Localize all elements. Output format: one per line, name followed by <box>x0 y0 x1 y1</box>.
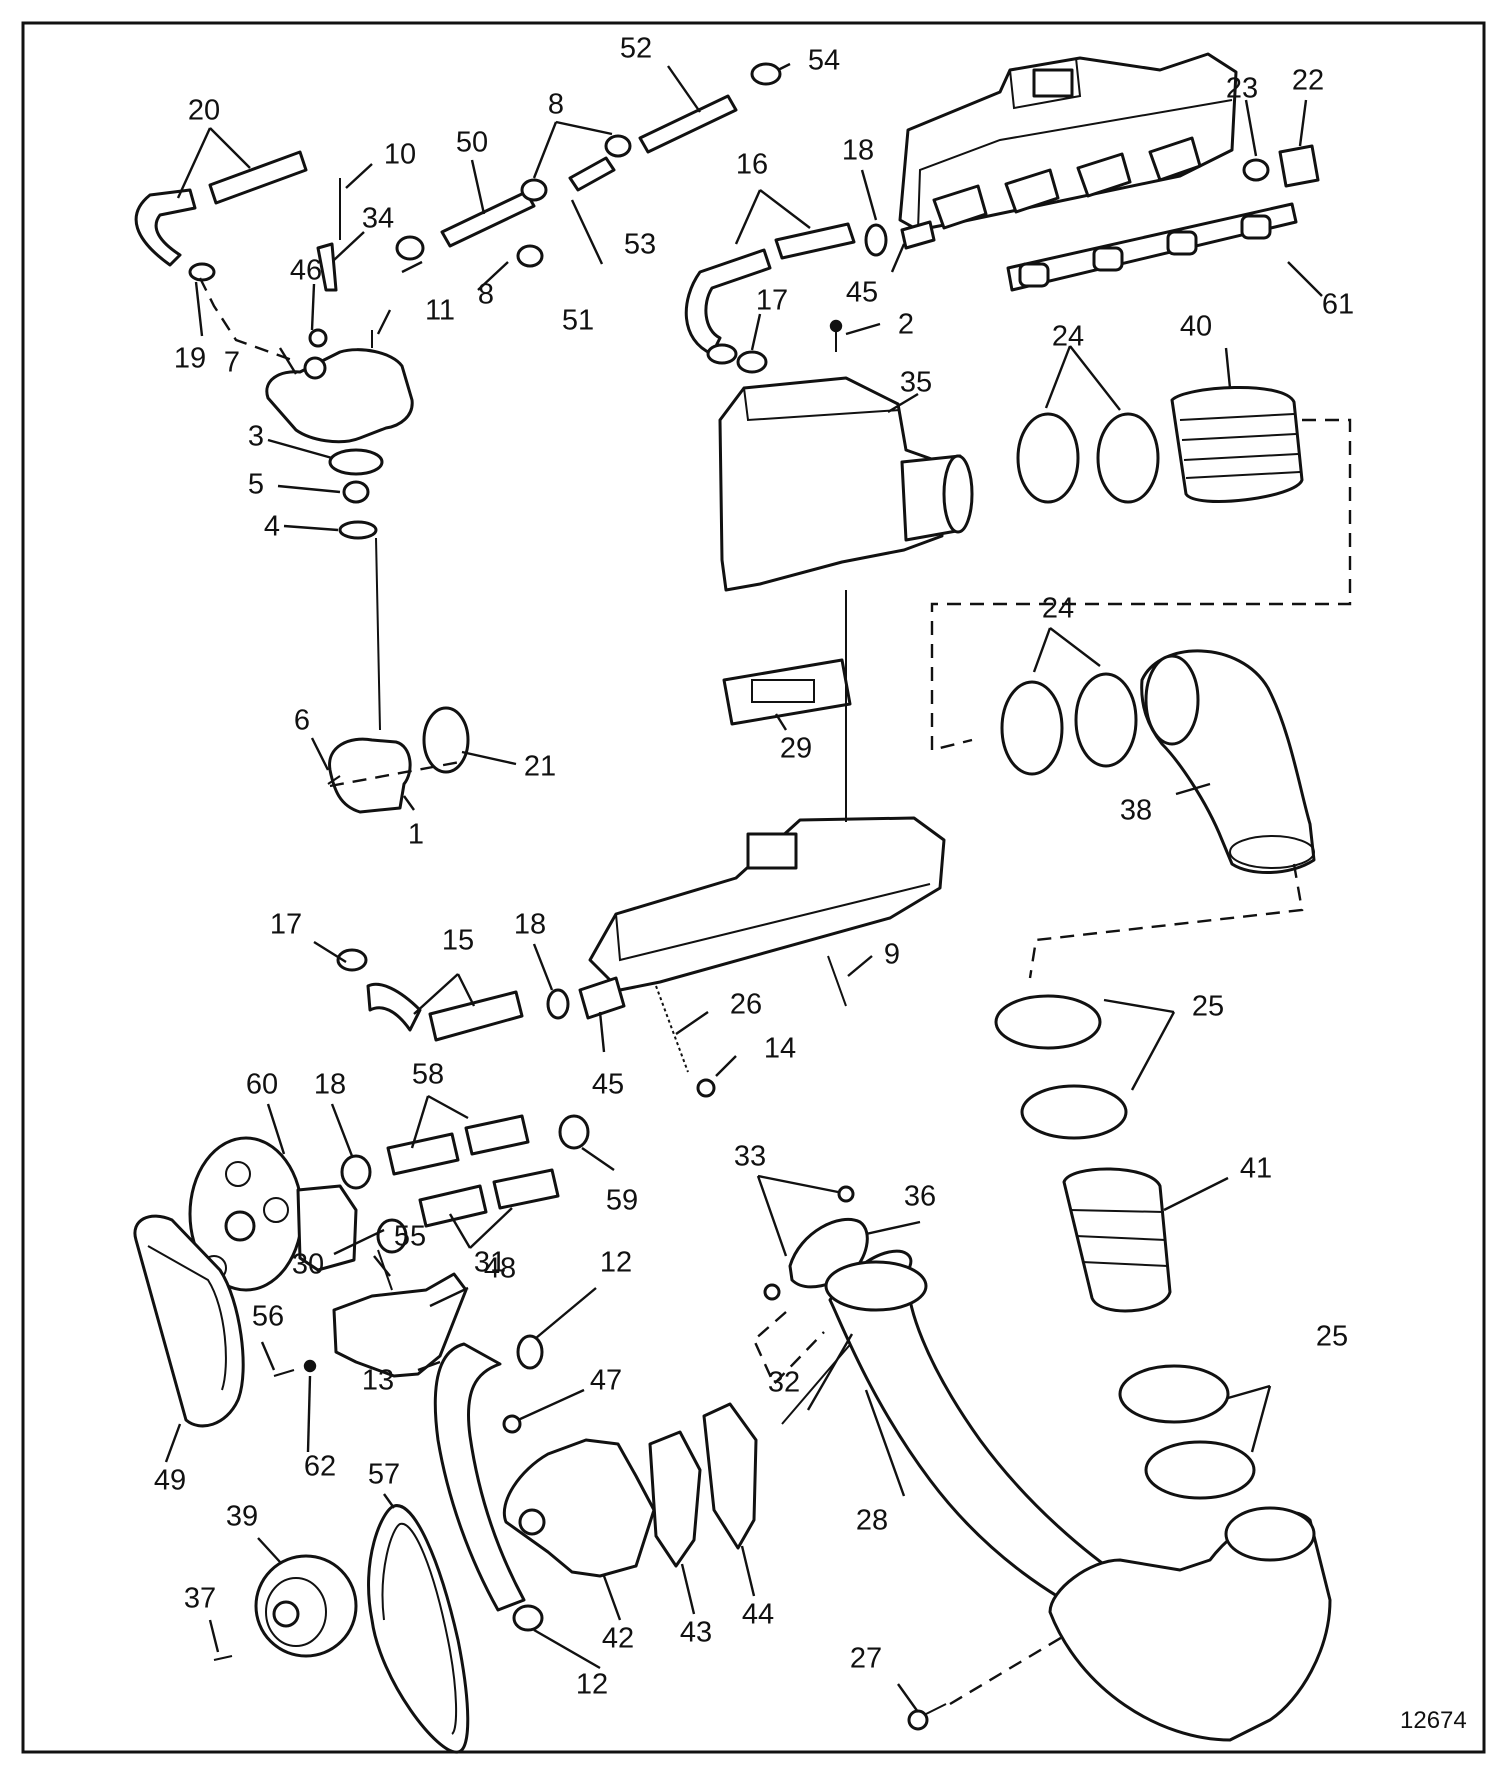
callout-16: 16 <box>736 149 768 181</box>
callout-41: 41 <box>1240 1153 1272 1185</box>
callout-3: 3 <box>248 421 264 453</box>
callout-2: 2 <box>898 309 914 341</box>
callout-46: 46 <box>290 255 322 287</box>
callout-17: 17 <box>756 285 788 317</box>
callout-62: 62 <box>304 1451 336 1483</box>
callout-39: 39 <box>226 1501 258 1533</box>
callout-18c: 18 <box>314 1069 346 1101</box>
callout-6: 6 <box>294 705 310 737</box>
callout-36: 36 <box>904 1181 936 1213</box>
callout-54: 54 <box>808 45 840 77</box>
callout-28: 28 <box>856 1505 888 1537</box>
leader-lines <box>164 62 1352 1713</box>
callout-7: 7 <box>224 347 240 379</box>
callout-11: 11 <box>425 295 455 327</box>
callout-20: 20 <box>188 95 220 127</box>
part-drawings <box>133 52 1332 1754</box>
callout-30: 30 <box>292 1249 324 1281</box>
callout-9: 9 <box>884 939 900 971</box>
callout-43: 43 <box>680 1617 712 1649</box>
callout-22: 22 <box>1292 65 1324 97</box>
callout-13: 13 <box>362 1365 394 1397</box>
figure-number: 12674 <box>1400 1707 1467 1734</box>
callout-42: 42 <box>602 1623 634 1655</box>
callout-29: 29 <box>780 733 812 765</box>
callout-32: 32 <box>768 1367 800 1399</box>
callout-21: 21 <box>524 751 556 783</box>
callout-8b: 8 <box>478 279 494 311</box>
callout-56: 56 <box>252 1301 284 1333</box>
callout-24: 24 <box>1052 321 1084 353</box>
callout-48: 48 <box>484 1253 516 1285</box>
callout-58: 58 <box>412 1059 444 1091</box>
callout-38: 38 <box>1120 795 1152 827</box>
callout-5: 5 <box>248 469 264 501</box>
callout-31: 31 <box>474 1247 506 1279</box>
callout-18b: 18 <box>514 909 546 941</box>
callout-27: 27 <box>850 1643 882 1675</box>
callout-60: 60 <box>246 1069 278 1101</box>
callout-25b: 25 <box>1316 1321 1348 1353</box>
callout-49: 49 <box>154 1465 186 1497</box>
callout-59: 59 <box>606 1185 638 1217</box>
callout-37: 37 <box>184 1583 216 1615</box>
callout-44: 44 <box>742 1599 774 1631</box>
callout-8: 8 <box>548 89 564 121</box>
callout-14: 14 <box>764 1033 796 1065</box>
callout-15: 15 <box>442 925 474 957</box>
callout-26: 26 <box>730 989 762 1021</box>
callout-labels: 20 10 50 8 52 54 16 18 23 22 34 46 53 8 … <box>154 33 1354 1701</box>
callout-57: 57 <box>368 1459 400 1491</box>
diagram-frame <box>21 21 1486 1754</box>
callout-18: 18 <box>842 135 874 167</box>
callout-55: 55 <box>394 1221 426 1253</box>
callout-1: 1 <box>408 819 424 851</box>
callout-12: 12 <box>600 1247 632 1279</box>
callout-35: 35 <box>900 367 932 399</box>
callout-45: 45 <box>846 277 878 309</box>
callout-52: 52 <box>620 33 652 65</box>
callout-25: 25 <box>1192 991 1224 1023</box>
callout-17b: 17 <box>270 909 302 941</box>
callout-34: 34 <box>362 203 394 235</box>
callout-19: 19 <box>174 343 206 375</box>
callout-51: 51 <box>562 305 594 337</box>
callout-24b: 24 <box>1042 593 1074 625</box>
callout-53: 53 <box>624 229 656 261</box>
callout-61: 61 <box>1322 289 1354 321</box>
callout-4: 4 <box>264 511 280 543</box>
callout-45b: 45 <box>592 1069 624 1101</box>
callout-50: 50 <box>456 127 488 159</box>
callout-33: 33 <box>734 1141 766 1173</box>
callout-23: 23 <box>1226 73 1258 105</box>
callout-10: 10 <box>384 139 416 171</box>
callout-40: 40 <box>1180 311 1212 343</box>
callout-12b: 12 <box>576 1669 608 1701</box>
callout-47: 47 <box>590 1365 622 1397</box>
